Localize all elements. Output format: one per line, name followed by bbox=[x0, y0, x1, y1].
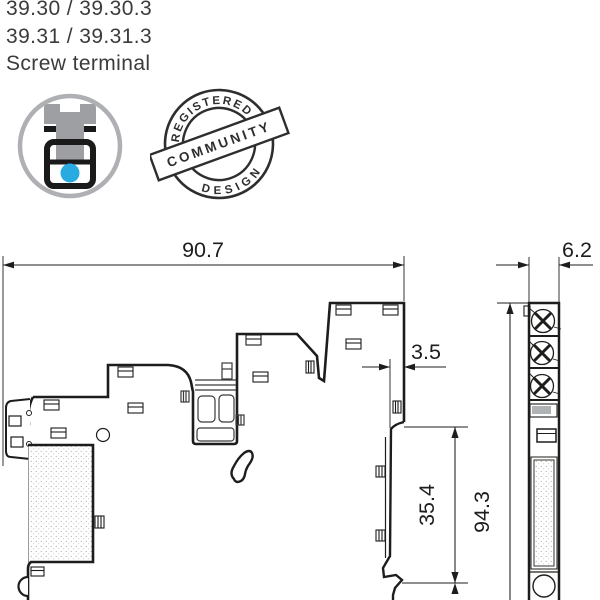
front-tab bbox=[523, 305, 531, 317]
label-window bbox=[533, 459, 555, 567]
din-rail-rib bbox=[381, 420, 405, 600]
vent-marks bbox=[30, 304, 402, 577]
front-bottom-hole bbox=[532, 574, 556, 598]
clamp-mark-right bbox=[84, 126, 96, 132]
screw-head bbox=[44, 104, 96, 124]
screw-slots bbox=[533, 312, 552, 395]
bottom-notch-semicircle bbox=[17, 575, 29, 598]
registered-community-design-stamp: REGISTERED DESIGN COMMUNITY bbox=[150, 82, 290, 206]
dimension-annotations bbox=[2, 256, 593, 600]
clip-detail-1 bbox=[8, 415, 22, 427]
dim-rail-span-label: 35.4 bbox=[415, 484, 439, 526]
side-view-drawing bbox=[5, 301, 406, 600]
screw-terminals bbox=[528, 307, 562, 399]
label-plate-outline bbox=[26, 443, 95, 600]
terminal-type-label: Screw terminal bbox=[6, 52, 151, 75]
side-view-outline bbox=[33, 301, 406, 446]
dim-overall-width-label: 90.7 bbox=[182, 238, 224, 262]
retainer-clip bbox=[230, 449, 254, 484]
terminal-blue-dot bbox=[60, 163, 80, 183]
front-view-outline bbox=[527, 301, 561, 600]
clamp-mark-left bbox=[44, 126, 56, 132]
dim-overall-height-label: 94.3 bbox=[470, 491, 494, 533]
socket-detail bbox=[180, 362, 245, 442]
label-window-frame bbox=[530, 456, 558, 570]
latch-bar bbox=[532, 406, 551, 414]
clip-pin-1 bbox=[26, 410, 32, 416]
side-clip-bracket bbox=[5, 398, 31, 460]
latch-frame bbox=[529, 403, 558, 418]
dim-thickness-label: 6.2 bbox=[562, 238, 592, 262]
side-hole bbox=[95, 427, 111, 443]
front-view-drawing bbox=[523, 301, 562, 600]
screw-terminal-icon bbox=[17, 93, 123, 199]
model-numbers-line-1: 39.30 / 39.30.3 bbox=[6, 0, 153, 20]
clip-detail-2 bbox=[10, 436, 24, 448]
window-tab bbox=[536, 428, 557, 443]
terminal-dividers bbox=[529, 334, 559, 402]
side-label-plate bbox=[28, 444, 94, 563]
stamp-banner bbox=[150, 106, 290, 182]
dim-rail-offset-label: 3.5 bbox=[411, 340, 441, 364]
header-block: 39.30 / 39.30.3 39.31 / 39.31.3 Screw te… bbox=[6, 0, 152, 78]
model-numbers-line-2: 39.31 / 39.31.3 bbox=[6, 24, 153, 48]
